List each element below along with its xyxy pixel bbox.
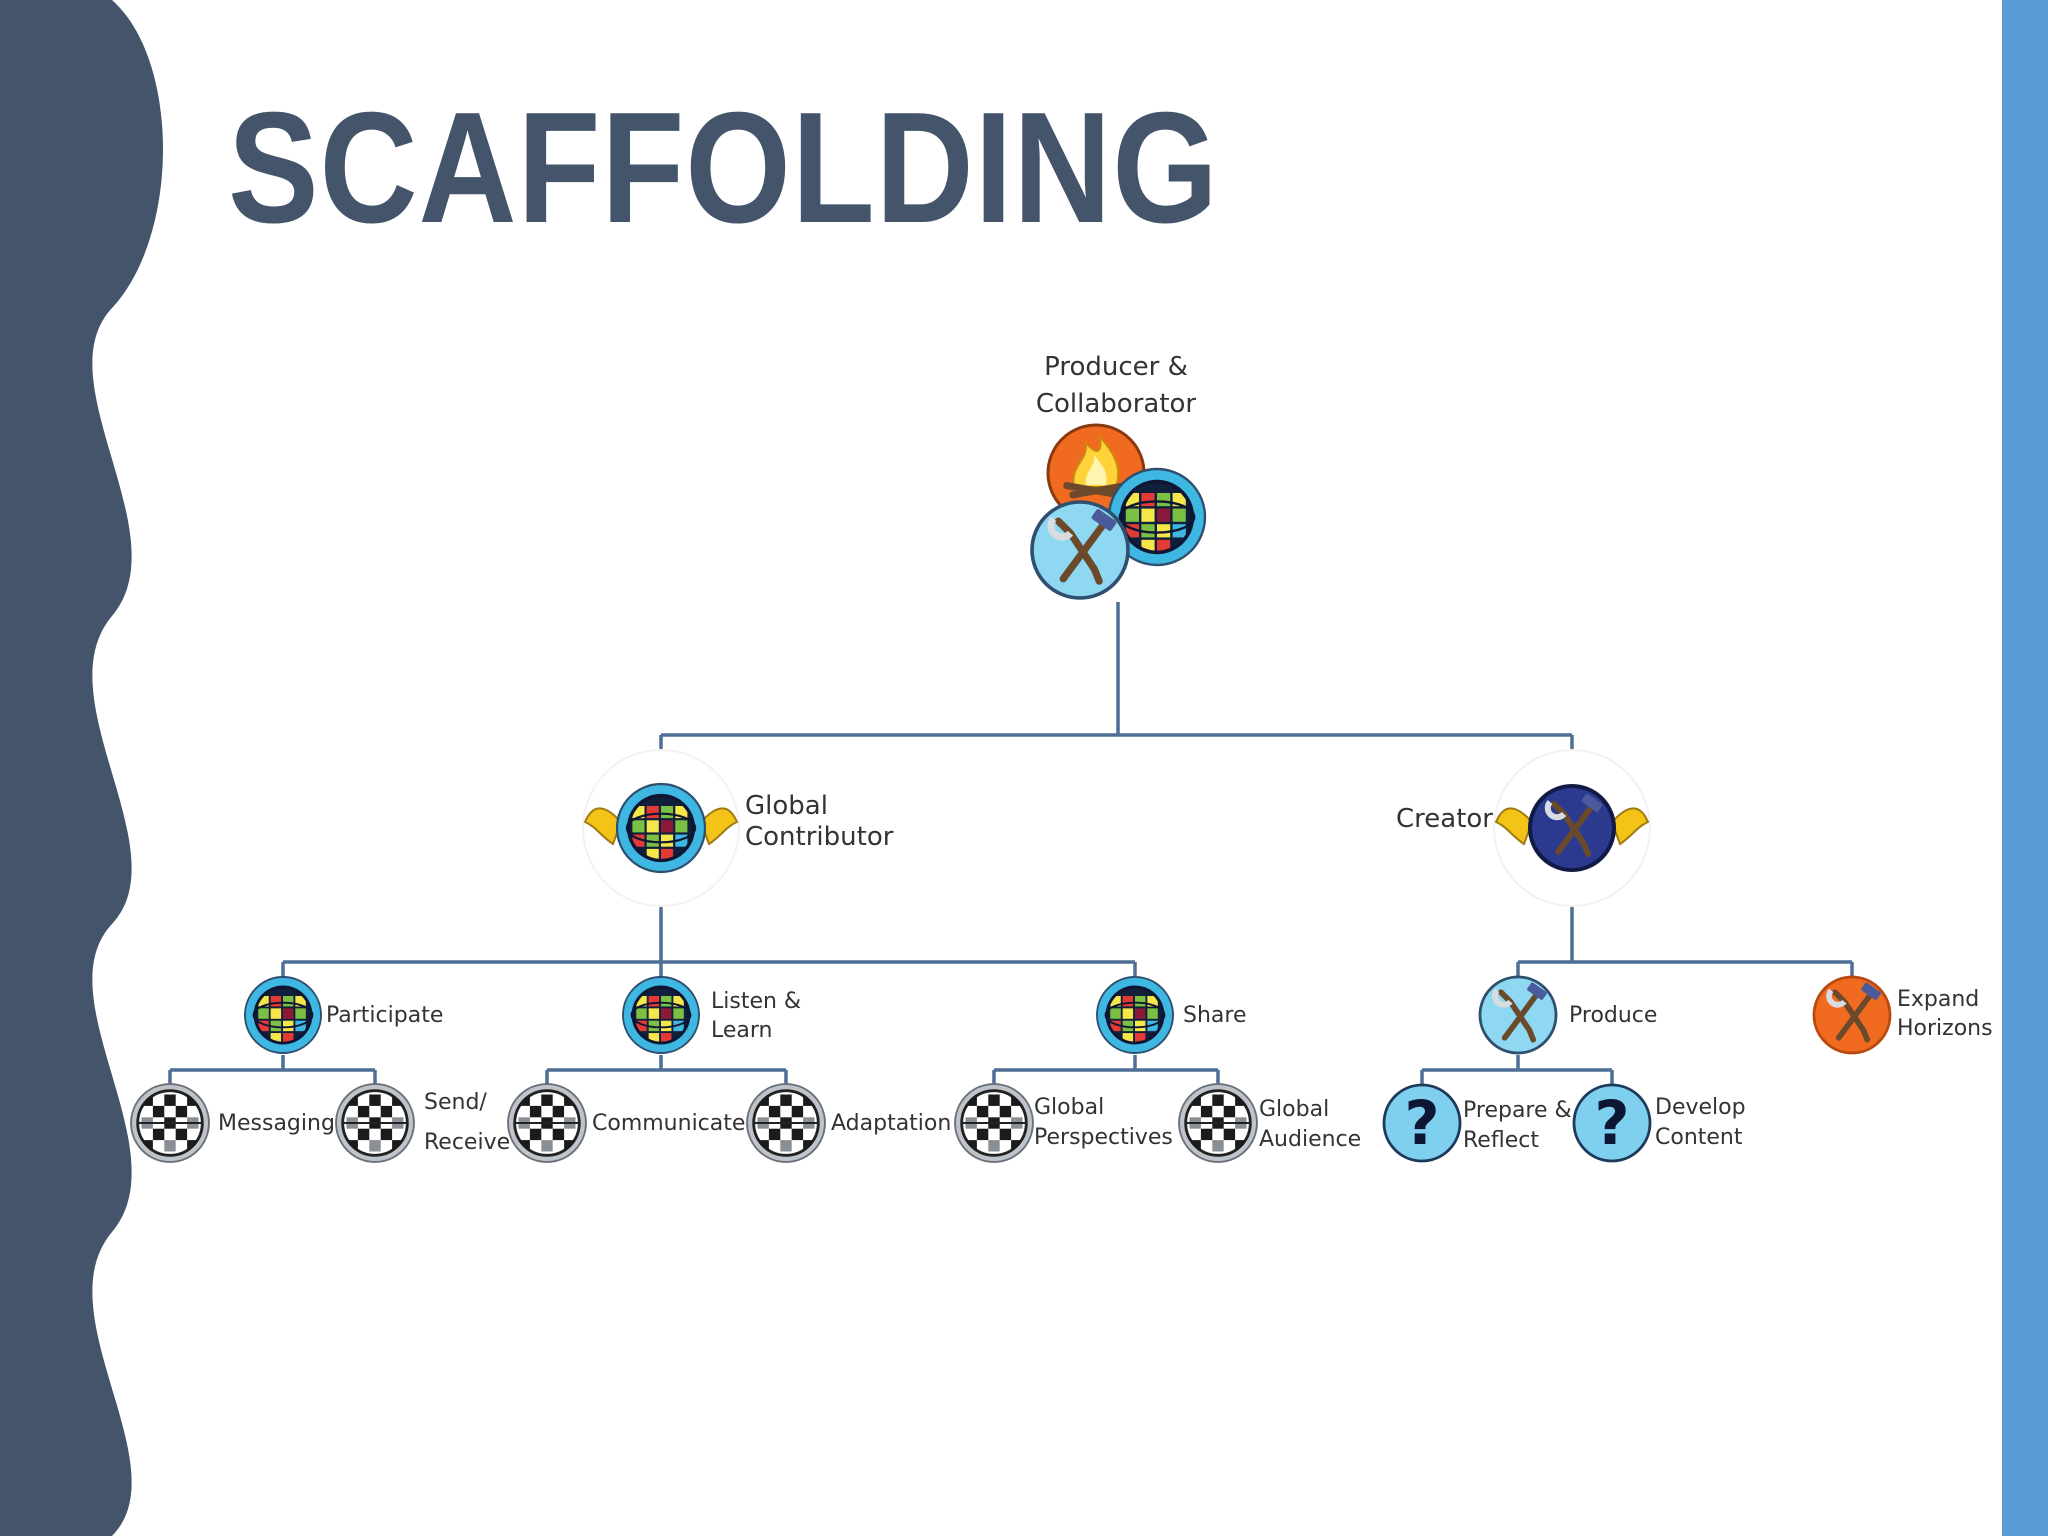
root-label-line1: Producer & [1044,352,1188,382]
node-share: Share [1097,977,1247,1053]
send-receive-label-line2: Receive [424,1130,510,1155]
participate-label: Participate [326,1003,443,1028]
node-communicate: Communicate [508,1084,745,1162]
winged-tools-icon [1495,784,1649,872]
prepare-reflect-label-line1: Prepare & [1463,1098,1572,1123]
connector-lines [168,602,1854,1085]
share-label: Share [1183,1003,1247,1028]
connector-creator [1516,905,1854,980]
listen-learn-label-line1: Listen & [711,989,801,1014]
node-expand-horizons: Expand Horizons [1814,977,1993,1053]
node-send-receive: Send/ Receive [336,1084,510,1162]
connector-participate [168,1055,377,1085]
connector-root [659,602,1574,752]
tools-icon [1032,502,1128,598]
node-creator: Creator [1396,749,1651,907]
root-label-line2: Collaborator [1036,389,1197,419]
node-listen-learn: Listen & Learn [623,977,801,1053]
expand-horizons-label-line1: Expand [1897,987,1979,1012]
global-contributor-label-line1: Global [745,791,828,821]
node-messaging: Messaging [131,1084,335,1162]
connector-produce [1420,1055,1614,1085]
question-icon [1572,1083,1652,1163]
globe-icon [623,977,699,1053]
question-icon [1382,1083,1462,1163]
tools-icon [1480,977,1556,1053]
develop-content-label-line1: Develop [1655,1095,1746,1120]
global-perspectives-label-line1: Global [1034,1095,1104,1120]
adaptation-label: Adaptation [831,1111,951,1136]
grey-globe-icon [955,1084,1033,1162]
globe-icon [1097,977,1173,1053]
global-contributor-label-line2: Contributor [745,822,894,852]
expand-horizons-label-line2: Horizons [1897,1016,1993,1041]
slide-title: SCAFFOLDING [228,80,1219,256]
campfire-icon [1046,423,1146,523]
grey-globe-icon [336,1084,414,1162]
produce-label: Produce [1569,1003,1657,1028]
left-wave-band [0,0,163,1536]
grey-globe-icon [131,1084,209,1162]
grey-globe-icon [508,1084,586,1162]
node-participate: Participate [245,977,443,1053]
develop-content-label-line2: Content [1655,1125,1743,1150]
node-develop-content: Develop Content [1572,1083,1746,1163]
global-audience-label-line1: Global [1259,1097,1329,1122]
orange-tools-icon [1814,977,1890,1053]
node-global-contributor: Global Contributor [582,749,894,907]
send-receive-label-line1: Send/ [424,1090,487,1115]
creator-label: Creator [1396,804,1493,834]
communicate-label: Communicate [592,1111,745,1136]
global-perspectives-label-line2: Perspectives [1034,1125,1173,1150]
connector-global-contributor [281,905,1137,980]
global-audience-label-line2: Audience [1259,1127,1361,1152]
prepare-reflect-label-line2: Reflect [1463,1128,1539,1153]
globe-icon [245,977,321,1053]
node-prepare-reflect: Prepare & Reflect [1382,1083,1572,1163]
node-produce: Produce [1480,977,1657,1053]
node-producer-collaborator: Producer & Collaborator [1032,352,1205,598]
node-global-audience: Global Audience [1179,1084,1361,1162]
messaging-label: Messaging [218,1111,335,1136]
listen-learn-label-line2: Learn [711,1018,773,1043]
grey-globe-icon [747,1084,825,1162]
connector-share [992,1055,1220,1085]
grey-globe-icon [1179,1084,1257,1162]
right-accent-band [2002,0,2048,1536]
connector-listen-learn [545,1055,788,1085]
node-global-perspectives: Global Perspectives [955,1084,1173,1162]
node-adaptation: Adaptation [747,1084,951,1162]
